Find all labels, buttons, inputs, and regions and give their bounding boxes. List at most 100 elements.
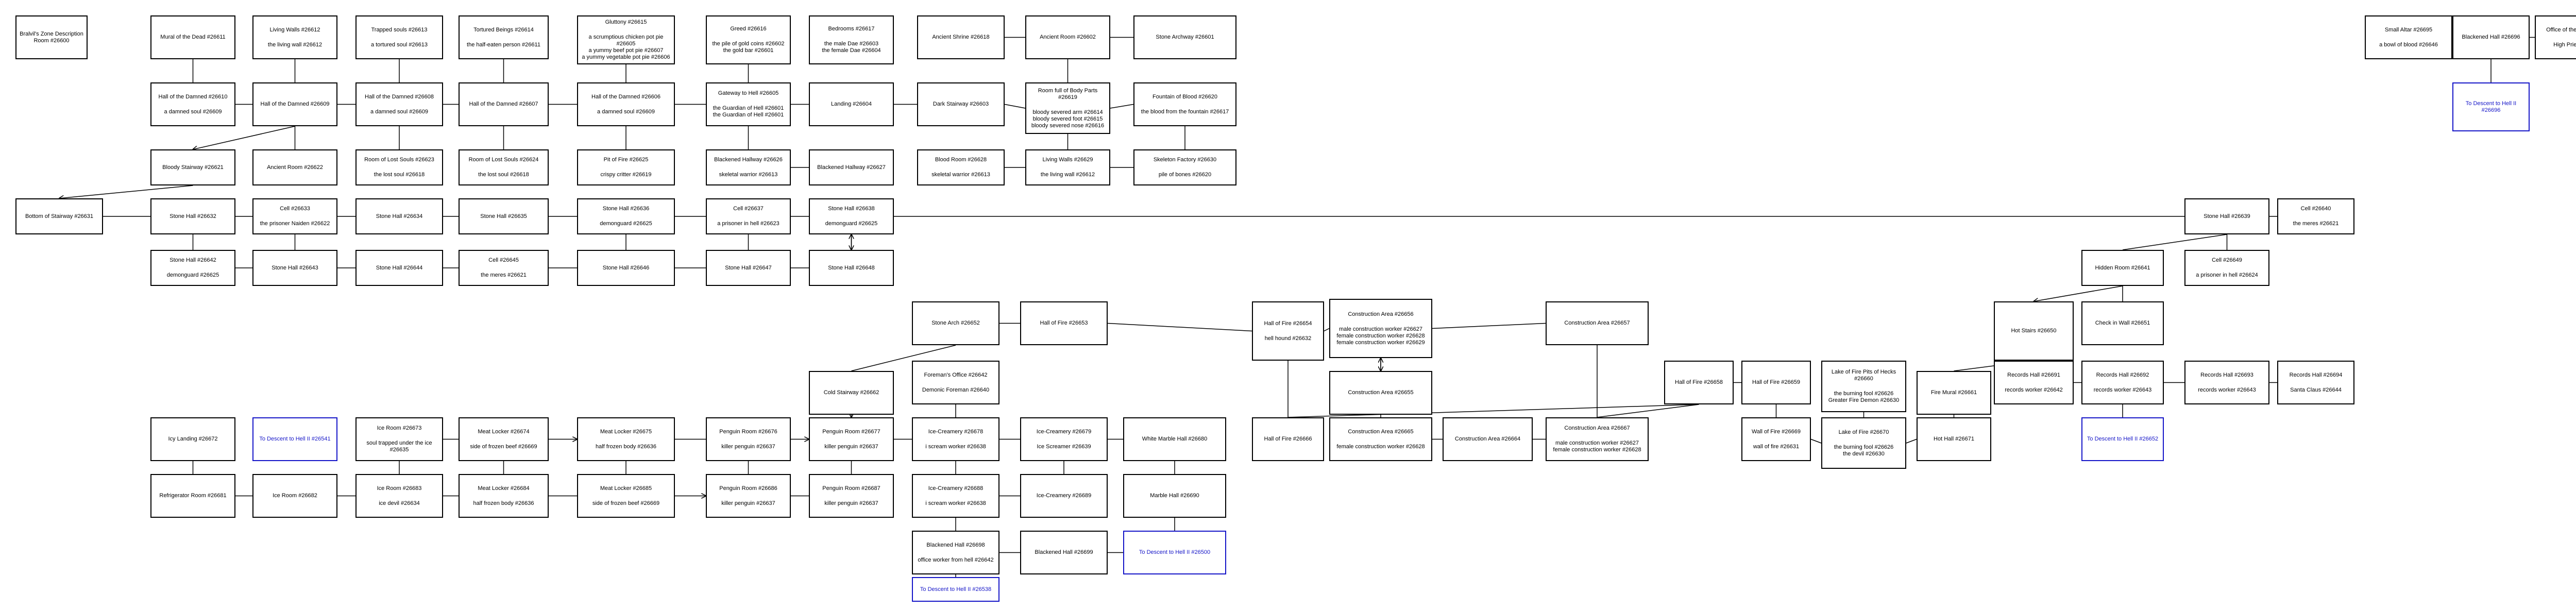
room-box[interactable]: Hall of Fire #26659 <box>1741 361 1811 404</box>
room-box[interactable]: Hall of the Damned #26609 <box>252 82 337 126</box>
room-box[interactable]: Dark Stairway #26603 <box>917 82 1005 126</box>
room-box[interactable]: Stone Hall #26643 <box>252 250 337 286</box>
room-box[interactable]: Bloody Stairway #26621 <box>150 149 235 185</box>
room-box[interactable]: Ancient Room #26602 <box>1025 15 1110 59</box>
room-box[interactable]: Stone Hall #26639 <box>2184 198 2269 234</box>
room-box[interactable]: Ancient Room #26622 <box>252 149 337 185</box>
room-box[interactable]: Cold Stairway #26662 <box>809 371 894 415</box>
room-box[interactable]: Ice-Creamery #26689 <box>1020 474 1108 518</box>
room-box[interactable]: Blackened Hall #26699 <box>1020 531 1108 574</box>
room-box[interactable]: Stone Arch #26652 <box>912 301 999 345</box>
portal-room-box[interactable]: To Descent to Hell II #26538 <box>912 577 999 602</box>
room-box[interactable]: Mural of the Dead #26611 <box>150 15 235 59</box>
room-box[interactable]: Refrigerator Room #26681 <box>150 474 235 518</box>
room-box[interactable]: Hall of the Damned #26607 <box>459 82 549 126</box>
room-box[interactable]: Stone Hall #26634 <box>355 198 443 234</box>
room-box[interactable]: Stone Hall #26632 <box>150 198 235 234</box>
room-box[interactable]: Construction Area #26664 <box>1443 417 1533 461</box>
room-box[interactable]: Blackened Hall #26696 <box>2452 15 2530 59</box>
room-box[interactable]: Hall of Fire #26653 <box>1020 301 1108 345</box>
room-box[interactable]: Office of the High Priest #26697High Pri… <box>2535 15 2576 59</box>
room-box[interactable]: Construction Area #26655 <box>1329 371 1432 415</box>
room-box[interactable]: Bralvil's Zone Description Room #26600 <box>15 15 88 59</box>
room-box[interactable]: Hall of Fire #26666 <box>1252 417 1324 461</box>
room-box[interactable]: Hot Hall #26671 <box>1917 417 1991 461</box>
room-box[interactable]: Fire Mural #26661 <box>1917 371 1991 415</box>
room-box[interactable]: Hot Stairs #26650 <box>1994 301 2074 361</box>
room-box[interactable]: Stone Hall #26644 <box>355 250 443 286</box>
room-box[interactable]: Stone Hall #26648 <box>809 250 894 286</box>
room-box[interactable]: Icy Landing #26672 <box>150 417 235 461</box>
room-box[interactable]: Check in Wall #26651 <box>2081 301 2164 345</box>
portal-room-box[interactable]: To Descent to Hell II #26652 <box>2081 417 2164 461</box>
room-box[interactable]: Construction Area #26657 <box>1546 301 1649 345</box>
room-box[interactable]: Stone Hall #26646 <box>577 250 675 286</box>
room-box[interactable]: Ancient Shrine #26618 <box>917 15 1005 59</box>
room-box[interactable]: Blackened Hallway #26627 <box>809 149 894 185</box>
room-box[interactable]: Stone Hall #26635 <box>459 198 549 234</box>
room-box[interactable]: Landing #26604 <box>809 82 894 126</box>
room-box[interactable]: Hidden Room #26641 <box>2081 250 2164 286</box>
room-box[interactable]: White Marble Hall #26680 <box>1123 417 1226 461</box>
room-box[interactable]: Stone Hall #26647 <box>706 250 791 286</box>
portal-room-box[interactable]: To Descent to Hell II #26500 <box>1123 531 1226 574</box>
room-box[interactable]: Bottom of Stairway #26631 <box>15 198 103 234</box>
room-box[interactable]: Hall of Fire #26658 <box>1664 361 1734 404</box>
portal-room-box[interactable]: To Descent to Hell II #26696 <box>2452 82 2530 131</box>
room-box[interactable]: Stone Archway #26601 <box>1133 15 1236 59</box>
